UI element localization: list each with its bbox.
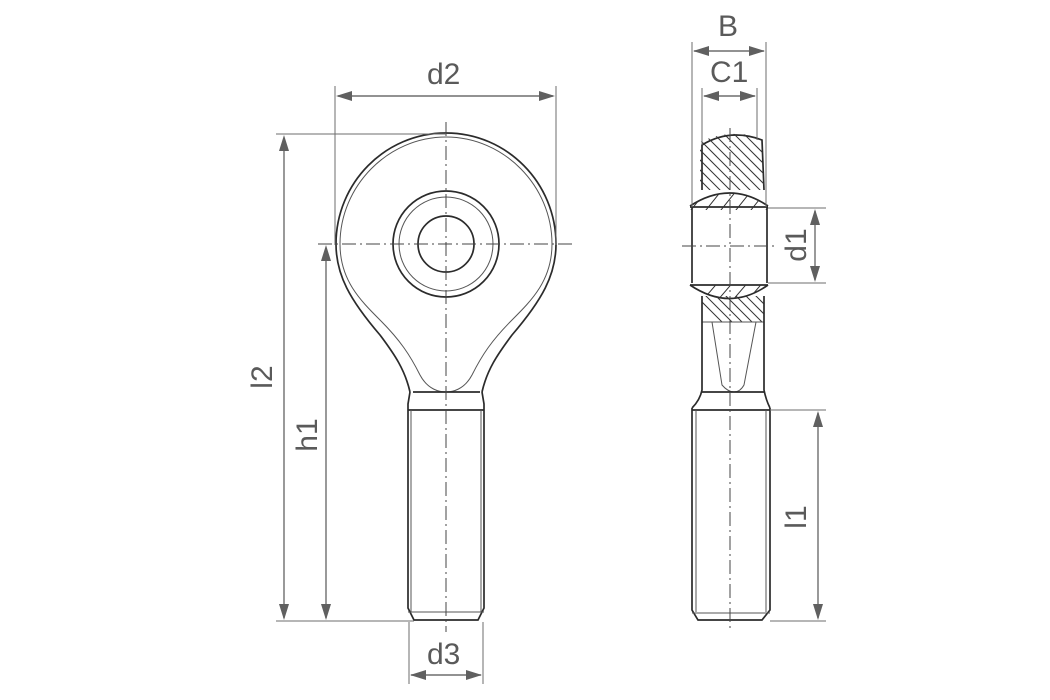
arrow-icon: [749, 46, 765, 56]
arrow-icon: [813, 604, 823, 620]
housing-top: [701, 134, 765, 191]
C1-label: C1: [710, 56, 749, 89]
arrow-icon: [321, 604, 331, 620]
neck-taper: [711, 321, 757, 393]
arrow-icon: [810, 266, 820, 282]
arrow-icon: [539, 91, 555, 101]
arrow-icon: [693, 46, 709, 56]
arrow-icon: [321, 245, 331, 261]
side-view: [682, 42, 826, 632]
front-view: [276, 86, 572, 684]
l2-label: l2: [246, 365, 279, 389]
side-shank: [691, 408, 771, 621]
d2-label: d2: [427, 58, 461, 91]
d3-label: d3: [427, 638, 461, 671]
arrow-icon: [279, 604, 289, 620]
B-label: B: [718, 10, 739, 43]
l1-label: l1: [780, 505, 813, 529]
d1-label: d1: [780, 228, 813, 262]
neck-left: [691, 296, 703, 409]
arrow-icon: [279, 135, 289, 151]
arrow-icon: [703, 91, 719, 101]
arrow-icon: [810, 209, 820, 225]
h1-label: h1: [291, 418, 324, 452]
arrow-icon: [336, 91, 352, 101]
arrow-icon: [813, 411, 823, 427]
arrow-icon: [466, 670, 482, 680]
arrow-icon: [740, 91, 756, 101]
neck-right: [763, 296, 771, 409]
arrow-icon: [410, 670, 426, 680]
